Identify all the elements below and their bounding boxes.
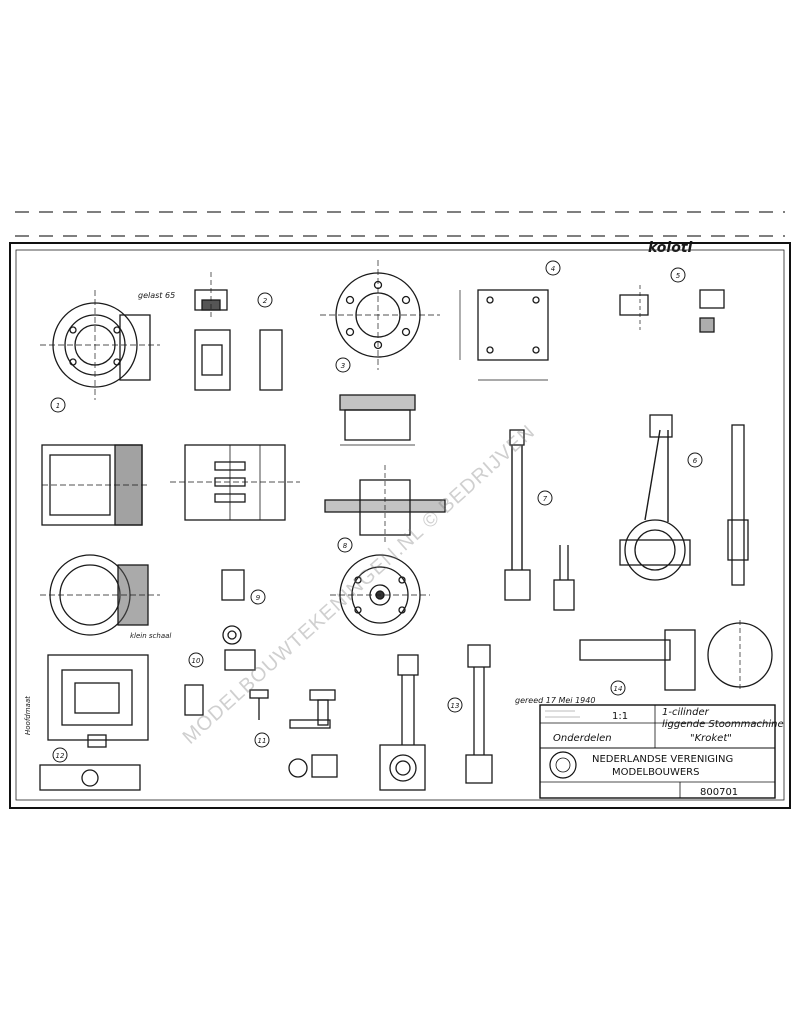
title-block-subject: Onderdelen	[553, 733, 612, 744]
title-block-line2: liggende Stoommachine	[662, 719, 784, 730]
parts-drawing	[39, 260, 773, 791]
part-small-nut	[619, 285, 725, 333]
svg-text:9: 9	[256, 594, 261, 602]
svg-text:10: 10	[192, 657, 201, 665]
annotation-klein: klein schaal	[130, 632, 171, 640]
svg-text:7: 7	[543, 495, 548, 503]
part-small-bracket	[194, 272, 283, 391]
part-gland	[221, 569, 256, 671]
title-block-org-line2: MODELBOUWERS	[612, 767, 699, 778]
part-valve-chest	[459, 289, 549, 381]
part-crank-disc	[579, 620, 773, 691]
part-flange-ring	[40, 290, 160, 400]
part-piston	[170, 444, 300, 521]
svg-text:11: 11	[258, 737, 267, 745]
drawing-frame	[9, 242, 791, 809]
annotation-gelast: gelast 65	[138, 291, 175, 300]
part-cylinder-section	[41, 444, 150, 526]
part-cylinder-cover	[320, 260, 440, 446]
part-connecting-rod	[619, 414, 749, 586]
part-small-fittings	[184, 684, 338, 778]
part-eccentric-ring	[40, 554, 160, 636]
title-block-org-line1: NEDERLANDSE VERENIGING	[592, 754, 733, 765]
part-piston-rod	[504, 429, 531, 601]
part-balloons	[50, 260, 703, 763]
svg-text:3: 3	[341, 362, 345, 370]
part-flywheel	[330, 554, 430, 636]
annotation-gereed: gereed 17 Mei 1940	[515, 696, 595, 705]
svg-text:1: 1	[56, 402, 60, 410]
part-eccentric-rod	[379, 654, 426, 791]
title-block-line3: "Kroket"	[690, 733, 732, 744]
part-bearing-block	[39, 654, 149, 791]
svg-text:5: 5	[676, 272, 681, 280]
svg-text:2: 2	[263, 297, 268, 305]
society-seal-icon	[549, 751, 577, 779]
svg-text:12: 12	[56, 752, 65, 760]
svg-text:4: 4	[551, 265, 555, 273]
svg-text:13: 13	[451, 702, 460, 710]
svg-text:6: 6	[693, 457, 698, 465]
svg-text:8: 8	[343, 542, 348, 550]
title-block-drawing-number: 800701	[700, 787, 738, 798]
part-balloon-labels: 1 2 3 4 5 6 7 8 9 10 11 12 13 14	[56, 265, 698, 760]
title-block-line1: 1-cilinder	[662, 707, 710, 718]
part-valve-rod	[553, 545, 575, 611]
svg-text:14: 14	[614, 685, 623, 693]
drawing-inner-frame	[15, 249, 785, 801]
part-cross-head	[324, 465, 446, 545]
title-block-scale: 1:1	[612, 711, 628, 722]
annotation-hoofdmaat: Hoofdmaat	[24, 696, 32, 735]
header-dashed-lines	[15, 211, 785, 237]
part-pump-rod	[465, 644, 493, 784]
title-block	[539, 704, 776, 799]
